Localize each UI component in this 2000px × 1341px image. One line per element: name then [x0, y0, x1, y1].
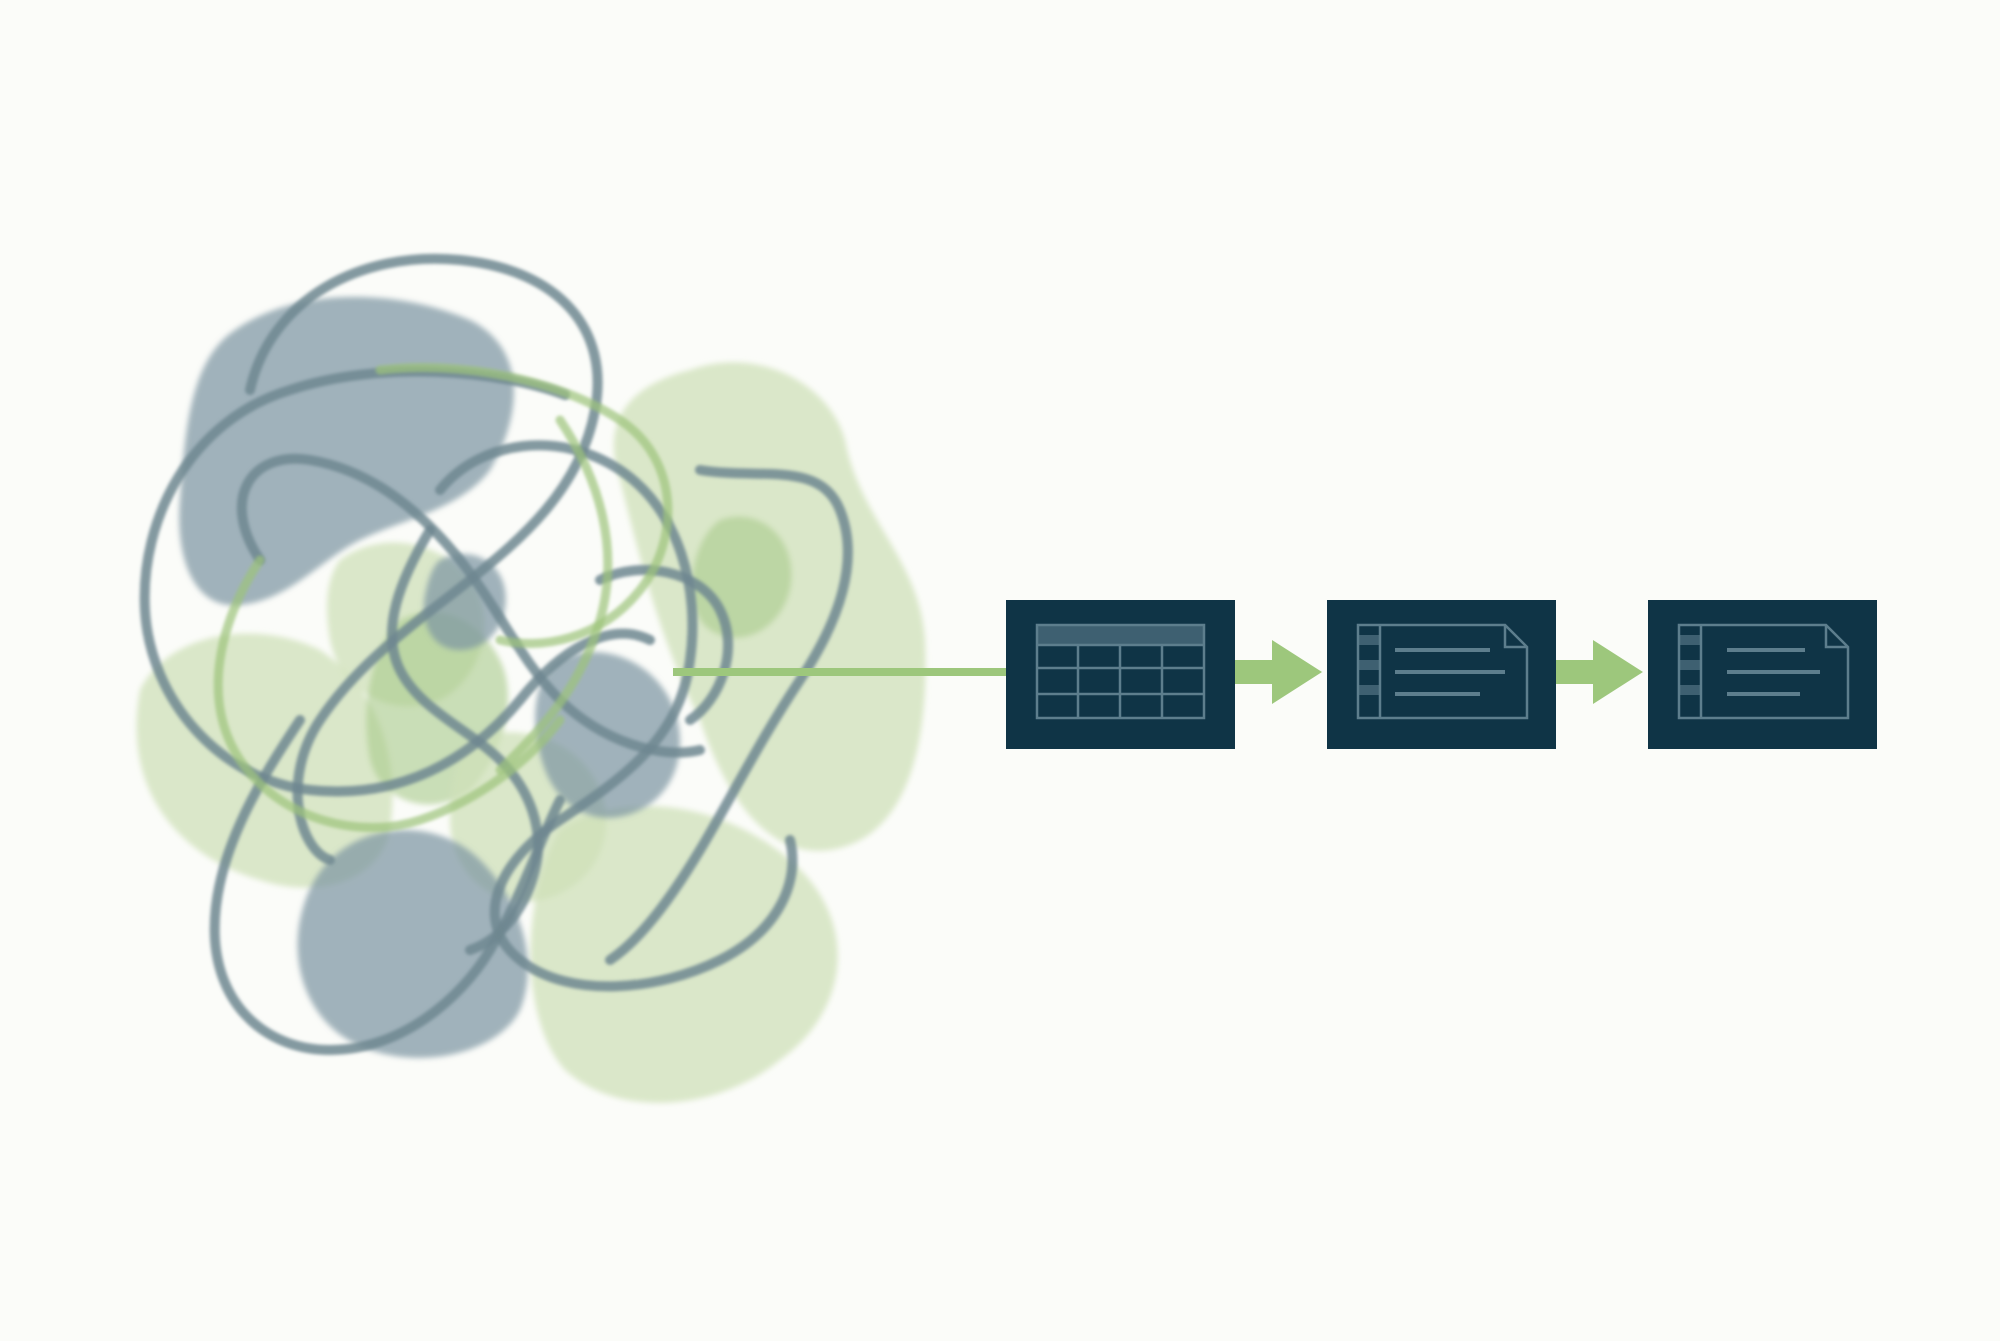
green-loop-stroke — [375, 362, 673, 648]
document-box-1 — [1327, 600, 1556, 749]
green-loop-stroke — [213, 555, 565, 832]
tangled-lines-icon — [136, 253, 926, 1103]
slate-loop-stroke — [435, 440, 798, 992]
table-grid-icon — [1035, 623, 1206, 720]
arrow-right-icon — [1235, 640, 1322, 704]
slate-loop-stroke — [139, 366, 655, 797]
slate-blob — [423, 554, 506, 650]
document-icon — [1677, 623, 1850, 720]
slate-loop-stroke — [236, 453, 705, 758]
slate-loop-stroke — [387, 525, 543, 955]
document-box-2 — [1648, 600, 1877, 749]
green-blob-group — [136, 362, 926, 1103]
slate-stroke-group — [139, 253, 853, 1056]
document-box-frame — [1327, 600, 1556, 749]
green-blob — [530, 806, 838, 1103]
slate-loop-stroke — [595, 565, 733, 725]
slate-blob — [297, 830, 528, 1058]
slate-loop-stroke — [245, 253, 603, 865]
document-icon — [1356, 623, 1529, 720]
arrow-right-icon — [1556, 640, 1643, 704]
document-box-frame — [1648, 600, 1877, 749]
table-box — [1006, 600, 1235, 749]
slate-loop-stroke — [605, 465, 853, 965]
green-stroke-group — [213, 362, 673, 832]
green-loop-stroke — [495, 415, 613, 775]
